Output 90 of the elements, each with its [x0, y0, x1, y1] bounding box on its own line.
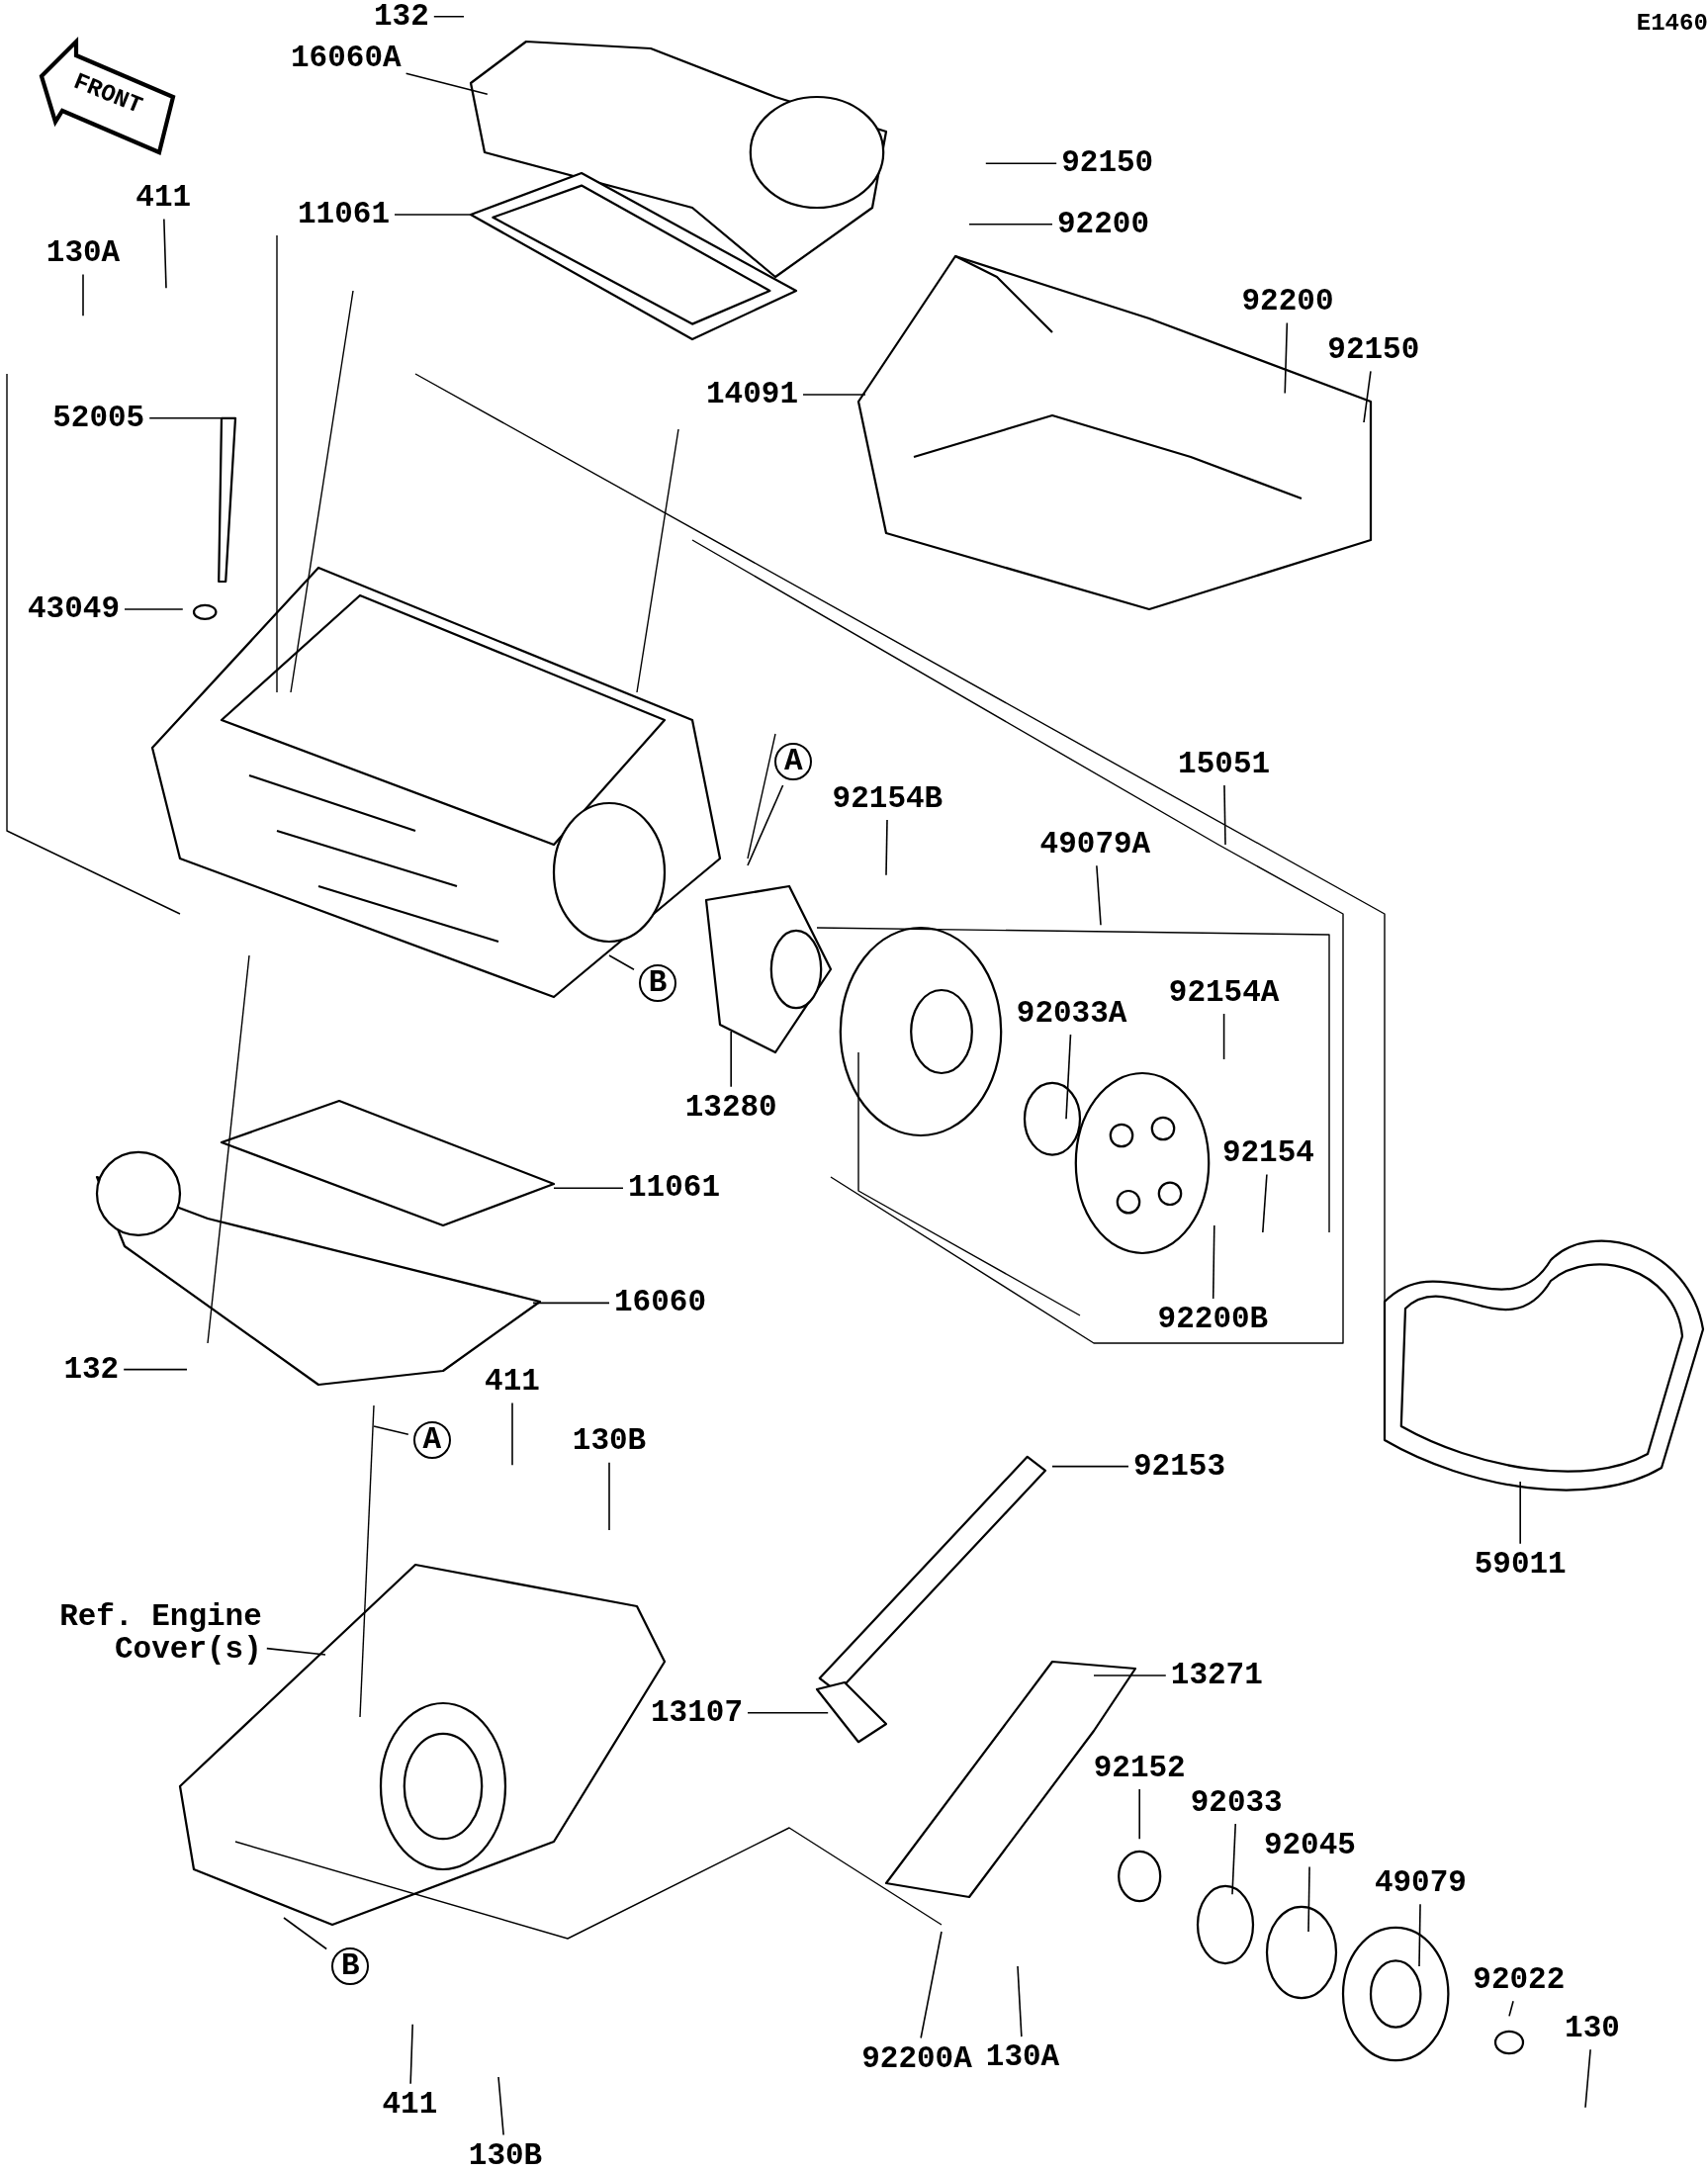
leader-line: [409, 2024, 413, 2085]
part-number: 411: [135, 181, 192, 215]
leader-line: [283, 1917, 327, 1950]
part-number: 130A: [45, 236, 121, 270]
leader-line: [1096, 864, 1102, 926]
leader-line: [433, 16, 465, 18]
leader-line: [1093, 1674, 1167, 1676]
part-number: 92200: [1057, 208, 1149, 241]
leader-line: [82, 273, 84, 317]
leader-line: [1418, 1903, 1421, 1967]
part-number: 13280: [684, 1091, 777, 1125]
part-number: 411: [485, 1365, 540, 1399]
part-number: 92154: [1221, 1136, 1314, 1170]
leader-line: [532, 1302, 610, 1305]
reference-circle: A: [774, 743, 813, 780]
leader-line: [1508, 2000, 1514, 2018]
leader-line: [747, 784, 784, 866]
leader-line: [747, 1712, 829, 1714]
leader-line: [1519, 1481, 1521, 1545]
reference-circle: B: [639, 964, 676, 1002]
part-number: 132: [374, 0, 429, 34]
part-number: 15051: [1178, 748, 1271, 781]
part-number: 52005: [52, 402, 145, 435]
part-number: 92200: [1241, 285, 1334, 318]
part-number: 49079A: [1039, 828, 1151, 861]
part-number: 92153: [1133, 1450, 1225, 1483]
leader-line: [1212, 1224, 1215, 1300]
leader-line: [1307, 1865, 1310, 1933]
part-number: 92154B: [832, 782, 944, 816]
part-number: 92045: [1263, 1829, 1356, 1862]
part-number: 130B: [468, 2139, 543, 2172]
part-number: 92150: [1327, 333, 1420, 367]
part-number: 130A: [985, 2041, 1060, 2074]
leader-line: [608, 954, 635, 971]
leader-line: [511, 1402, 513, 1466]
direction-label: FRONT: [70, 69, 146, 120]
leader-line: [920, 1931, 943, 2039]
part-number: 92033A: [1016, 997, 1127, 1031]
leader-line: [405, 72, 489, 95]
part-number: 130: [1565, 2012, 1620, 2045]
leader-line: [1363, 370, 1372, 423]
reference-circle: B: [331, 1947, 370, 1985]
part-number: 411: [382, 2088, 438, 2122]
reference-circle: A: [412, 1421, 451, 1459]
part-number: 132: [63, 1353, 120, 1386]
part-number: 13271: [1170, 1659, 1263, 1692]
part-number: 92152: [1093, 1752, 1186, 1785]
leader-line: [266, 1647, 326, 1656]
part-number: 16060: [614, 1287, 706, 1319]
part-number: 92154A: [1168, 976, 1280, 1010]
leader-line: [1051, 1465, 1129, 1468]
leader-line: [1284, 321, 1289, 395]
part-number: 92022: [1473, 1963, 1566, 1997]
part-number: 130B: [572, 1425, 647, 1458]
part-number: 43049: [28, 592, 120, 626]
part-number: 16060A: [291, 42, 402, 75]
leader-line: [730, 1031, 732, 1088]
leader-line: [1138, 1788, 1140, 1840]
leader-line: [608, 1461, 610, 1531]
leader-line: [1222, 1013, 1225, 1060]
part-number: 92033: [1190, 1786, 1283, 1820]
part-number: 59011: [1474, 1548, 1567, 1582]
part-number: 11061: [298, 198, 390, 231]
leader-line: [497, 2076, 504, 2136]
leader-line: [373, 1425, 409, 1436]
reference-note: Ref. Engine Cover(s): [2, 1601, 262, 1667]
part-number: 49079: [1374, 1866, 1467, 1900]
leader-line: [1017, 1965, 1023, 2037]
part-number: 13107: [651, 1696, 743, 1730]
part-number: 92200B: [1157, 1303, 1269, 1336]
drawing-code: E1460: [1636, 11, 1708, 37]
part-number: 14091: [706, 378, 798, 411]
leader-line: [1262, 1173, 1268, 1233]
leader-line: [1223, 784, 1226, 846]
part-number: 11061: [628, 1171, 720, 1205]
leader-line: [885, 819, 888, 876]
leader-line: [1065, 1034, 1072, 1120]
leader-line: [1584, 2048, 1591, 2109]
leader-line: [163, 218, 167, 289]
leader-line: [553, 1187, 624, 1189]
leader-line: [123, 1368, 188, 1371]
part-number: 92150: [1061, 146, 1154, 180]
leader-line: [985, 162, 1057, 164]
part-number: 92200A: [861, 2042, 972, 2076]
leader-line: [124, 608, 184, 610]
leader-line: [1231, 1823, 1236, 1895]
leader-line: [394, 214, 472, 216]
leader-line: [148, 417, 223, 419]
leader-line: [802, 394, 866, 396]
leader-line: [968, 224, 1053, 226]
